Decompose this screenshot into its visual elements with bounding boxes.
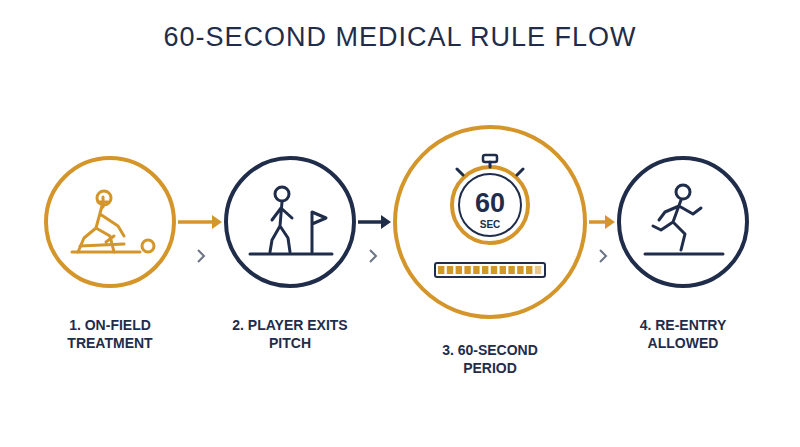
diagram-title: 60-SECOND MEDICAL RULE FLOW — [0, 22, 800, 53]
chevron — [370, 250, 376, 262]
circle-outline — [224, 156, 356, 288]
timer-unit: SEC — [393, 219, 587, 231]
walker-icon — [250, 187, 332, 254]
flow-arrow — [589, 215, 615, 229]
step-circle: 60SEC3. 60-SECOND PERIOD — [393, 125, 587, 319]
step-label: 1. ON-FIELD TREATMENT — [51, 316, 169, 352]
flow-arrow — [358, 215, 391, 229]
chevron — [198, 250, 204, 262]
runner-icon — [645, 185, 723, 254]
timer-number: 60 — [393, 189, 587, 217]
step-label: 4. RE-ENTRY ALLOWED — [624, 316, 742, 352]
flow-arrow — [178, 215, 222, 229]
step-circle: 2. PLAYER EXITS PITCH — [224, 156, 356, 288]
step-label: 3. 60-SECOND PERIOD — [431, 341, 549, 377]
step-label: 2. PLAYER EXITS PITCH — [231, 316, 349, 352]
circle-outline — [617, 156, 749, 288]
step-circle: 1. ON-FIELD TREATMENT — [44, 156, 176, 288]
chevron — [600, 250, 606, 262]
circle-outline — [44, 156, 176, 288]
step-circle: 4. RE-ENTRY ALLOWED — [617, 156, 749, 288]
medic-icon — [72, 191, 154, 252]
